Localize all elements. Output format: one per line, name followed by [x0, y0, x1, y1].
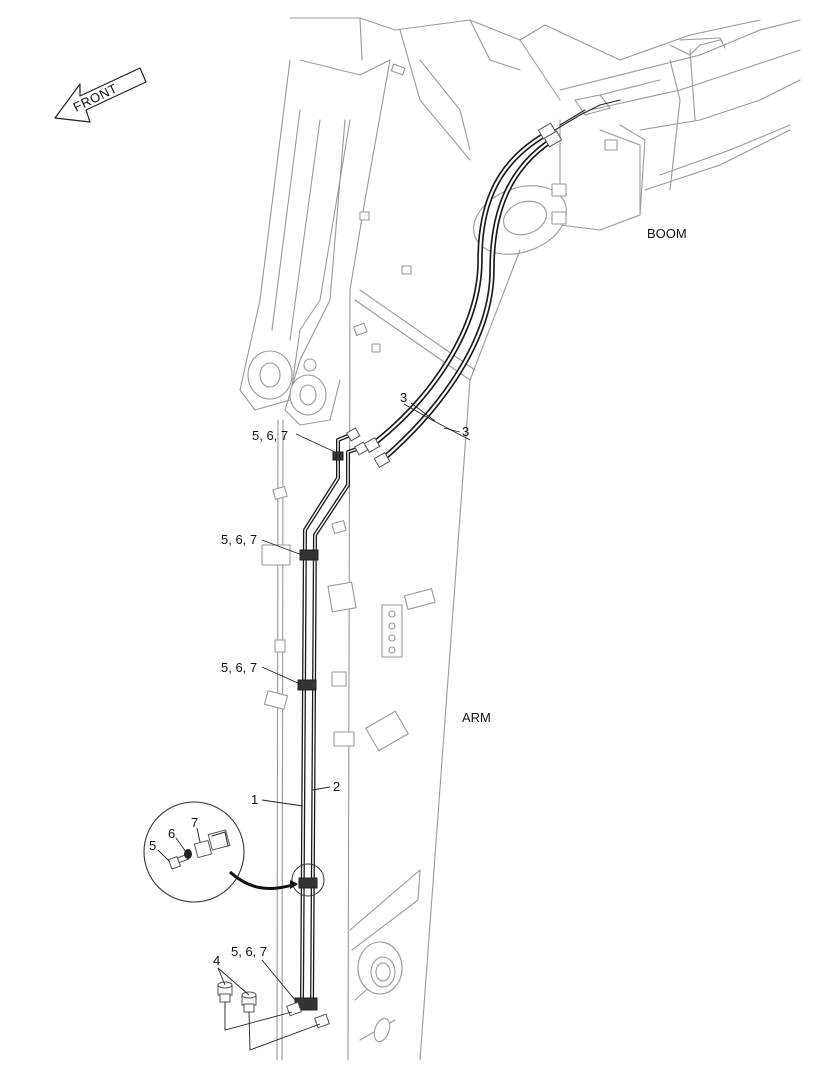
arm-label: ARM	[462, 710, 491, 725]
clamp-detail-view	[143, 801, 325, 903]
labels: BOOM ARM 3 3 5, 6, 7 5, 6, 7 5, 6, 7 1 2…	[149, 226, 687, 968]
plug-icon	[241, 991, 257, 1013]
plugs	[217, 981, 257, 1013]
clamp-icon	[193, 829, 231, 859]
callout-clamp-middle: 5, 6, 7	[221, 660, 257, 675]
clamp-upper	[299, 549, 319, 561]
callout-plug: 4	[213, 953, 220, 968]
boom-label: BOOM	[647, 226, 687, 241]
clamp-middle	[297, 679, 317, 691]
callout-detail-washer: 6	[168, 826, 175, 841]
arm-structure	[239, 29, 521, 1061]
hose-pair	[363, 99, 621, 469]
callout-hose-upper: 3	[400, 390, 407, 405]
callout-detail-bolt: 5	[149, 838, 156, 853]
callout-pipe-2: 2	[333, 779, 340, 794]
clamp-detail-location	[298, 877, 318, 889]
leader-lines	[157, 402, 471, 1051]
callout-pipe-1: 1	[251, 792, 258, 807]
clamp-top	[332, 451, 344, 461]
front-direction-arrow: FRONT	[54, 67, 147, 123]
callout-clamp-top: 5, 6, 7	[252, 428, 288, 443]
callout-hose-lower: 3	[462, 424, 469, 439]
pipe-pair	[286, 427, 369, 1029]
callout-clamp-bottom: 5, 6, 7	[231, 944, 267, 959]
callout-clamp-upper: 5, 6, 7	[221, 532, 257, 547]
callout-detail-clamp: 7	[191, 815, 198, 830]
